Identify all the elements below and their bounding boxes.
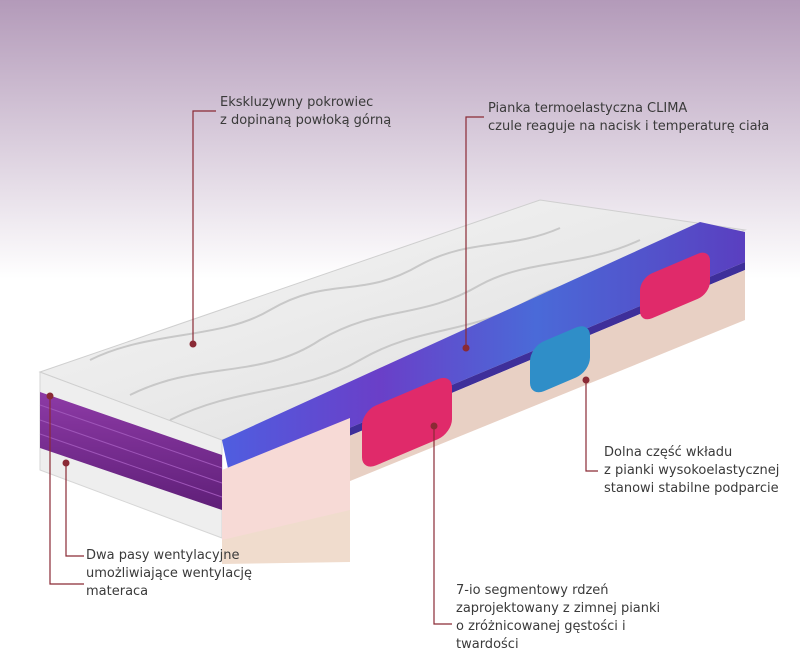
annotation-bottom-foam: Dolna część wkładu z pianki wysokoelasty… (604, 445, 780, 496)
core-segment-blue (530, 326, 590, 393)
segmented-core (230, 270, 745, 530)
leader-dots (46, 340, 590, 467)
core-segment-pink-2 (640, 252, 710, 320)
annotation-ventilation: Dwa pasy wentylacyjne umożliwiające went… (86, 548, 252, 599)
core-segment-pink (362, 377, 452, 467)
clima-foam-layer (222, 222, 745, 478)
leader-lines (49, 110, 598, 625)
annotation-clima: Pianka termoelastyczna CLIMA czule reagu… (488, 101, 770, 134)
annotation-core: 7-io segmentowy rdzeń zaprojektowany z z… (456, 583, 661, 652)
annotation-cover: Ekskluzywny pokrowiec z dopinaną powłoką… (220, 95, 392, 128)
